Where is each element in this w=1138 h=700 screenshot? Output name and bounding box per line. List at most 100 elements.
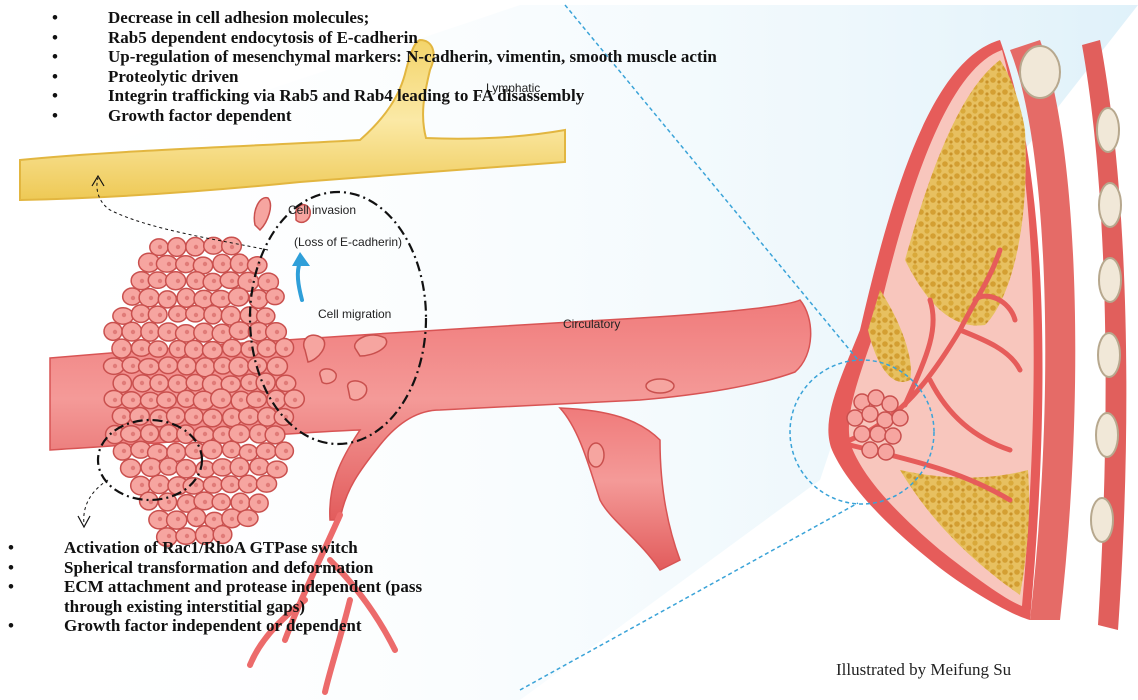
list-item: Rab5 dependent endocytosis of E-cadherin	[52, 28, 772, 48]
tumor-cell-nucleus	[212, 381, 216, 385]
label-circulatory: Circulatory	[563, 317, 620, 331]
tumor-cell-nucleus	[275, 398, 279, 402]
tumor-cell-nucleus	[212, 449, 216, 453]
tumor-cell	[140, 492, 158, 510]
tumor-cell-nucleus	[122, 381, 126, 385]
mesenchymal-features-list: Decrease in cell adhesion molecules; Rab…	[52, 8, 772, 125]
tumor-cell	[121, 459, 141, 477]
tumor-cell-nucleus	[185, 364, 189, 368]
tumor-cell-nucleus	[221, 466, 225, 470]
tumor-cell-nucleus	[257, 398, 261, 402]
list-item: Growth factor dependent	[52, 106, 772, 126]
tumor-cell-nucleus	[158, 313, 162, 317]
tumor-cell	[229, 288, 249, 306]
tumor-cell-nucleus	[239, 432, 243, 436]
list-item: Proteolytic driven	[52, 67, 772, 87]
tumor-cell	[166, 272, 186, 290]
tumor-cell-nucleus	[248, 381, 252, 385]
tumor-cell-nucleus	[266, 347, 270, 351]
tumor-cell-nucleus	[167, 432, 171, 436]
tumor-cell-nucleus	[221, 330, 225, 334]
tumor-cell-nucleus	[203, 364, 207, 368]
tumor-cell-nucleus	[203, 296, 207, 300]
tumor-cell-nucleus	[176, 517, 180, 521]
tumor-cell-nucleus	[257, 330, 261, 334]
tumor-cell-nucleus	[266, 279, 270, 283]
tumor-cell-nucleus	[158, 415, 162, 419]
tumor-cell-nucleus	[113, 330, 117, 334]
tumor-cell-nucleus	[257, 296, 261, 300]
tumor-cell	[266, 289, 284, 305]
tumor-cell-nucleus	[185, 500, 189, 504]
tumor-cell-nucleus	[239, 262, 243, 266]
tumor-cell-nucleus	[239, 330, 243, 334]
tumor-cell-nucleus	[230, 347, 234, 351]
tumor-cell-nucleus	[131, 364, 135, 368]
tumor-cell-nucleus	[122, 415, 126, 419]
label-cell-invasion: Cell invasion	[288, 203, 356, 217]
tumor-cell-nucleus	[167, 296, 171, 300]
circulating-cell	[646, 379, 674, 393]
tumor-cell-nucleus	[239, 500, 243, 504]
tumor-cell-nucleus	[158, 517, 162, 521]
tumor-cell-nucleus	[203, 262, 207, 266]
tumor-cell-nucleus	[194, 449, 198, 453]
tumor-cell	[185, 408, 203, 425]
tumor-cell-nucleus	[113, 364, 117, 368]
tumor-cell-nucleus	[212, 245, 216, 249]
tumor-cell-nucleus	[221, 398, 225, 402]
tumor-cell-nucleus	[194, 381, 198, 385]
tumor-cell	[229, 357, 249, 376]
tumor-cell-nucleus	[293, 398, 297, 402]
tumor-cell-nucleus	[149, 432, 153, 436]
tumor-cell-nucleus	[239, 364, 243, 368]
tumor-cell-nucleus	[266, 449, 270, 453]
tumor-cell-nucleus	[212, 415, 216, 419]
tumor-cell	[247, 391, 267, 407]
tumor-cell-nucleus	[230, 517, 234, 521]
tumor-cell-nucleus	[176, 313, 180, 317]
tumor-cell-nucleus	[149, 398, 153, 402]
tumor-cell-nucleus	[131, 398, 135, 402]
tumor-cell-nucleus	[230, 483, 234, 487]
tumor-cell-nucleus	[194, 245, 198, 249]
illustration-credit: Illustrated by Meifung Su	[836, 660, 1011, 680]
tumor-cell-nucleus	[275, 432, 279, 436]
list-item: ECM attachment and protease independent …	[8, 577, 478, 616]
tumor-cell-nucleus	[275, 330, 279, 334]
tumor-cell-nucleus	[221, 432, 225, 436]
tumor-cell-nucleus	[230, 313, 234, 317]
tumor-cell-nucleus	[230, 415, 234, 419]
tumor-cell-nucleus	[221, 262, 225, 266]
tumor-cell	[238, 510, 258, 526]
tumor-cell-nucleus	[167, 330, 171, 334]
tumor-cell-nucleus	[131, 466, 135, 470]
tumor-cell-nucleus	[176, 449, 180, 453]
tumor-cell-nucleus	[122, 449, 126, 453]
tumor-cell-nucleus	[212, 483, 216, 487]
tumor-cell-nucleus	[176, 347, 180, 351]
tumor-cell-nucleus	[176, 279, 180, 283]
tumor-cell-nucleus	[140, 415, 144, 419]
tumor-cell-nucleus	[203, 398, 207, 402]
tumor-cell-nucleus	[158, 381, 162, 385]
tumor-cell	[157, 392, 176, 408]
tumor-cell-nucleus	[221, 296, 225, 300]
tumor-cell-nucleus	[149, 262, 153, 266]
list-item: Up-regulation of mesenchymal markers: N-…	[52, 47, 772, 67]
tumor-cell	[239, 475, 258, 492]
tumor-cell-nucleus	[167, 262, 171, 266]
tumor-cell-nucleus	[131, 296, 135, 300]
circulating-cell	[588, 443, 604, 467]
tumor-cell-nucleus	[176, 245, 180, 249]
tumor-cell-nucleus	[248, 449, 252, 453]
tumor-cell-nucleus	[257, 432, 261, 436]
tumor-cell-nucleus	[275, 466, 279, 470]
tumor-cell-nucleus	[158, 347, 162, 351]
tumor-cell-nucleus	[257, 466, 261, 470]
tumor-cell-nucleus	[167, 500, 171, 504]
tumor-cell	[148, 272, 167, 288]
tumor-cell-nucleus	[239, 398, 243, 402]
tumor-cell-nucleus	[275, 296, 279, 300]
tumor-cell-nucleus	[149, 296, 153, 300]
